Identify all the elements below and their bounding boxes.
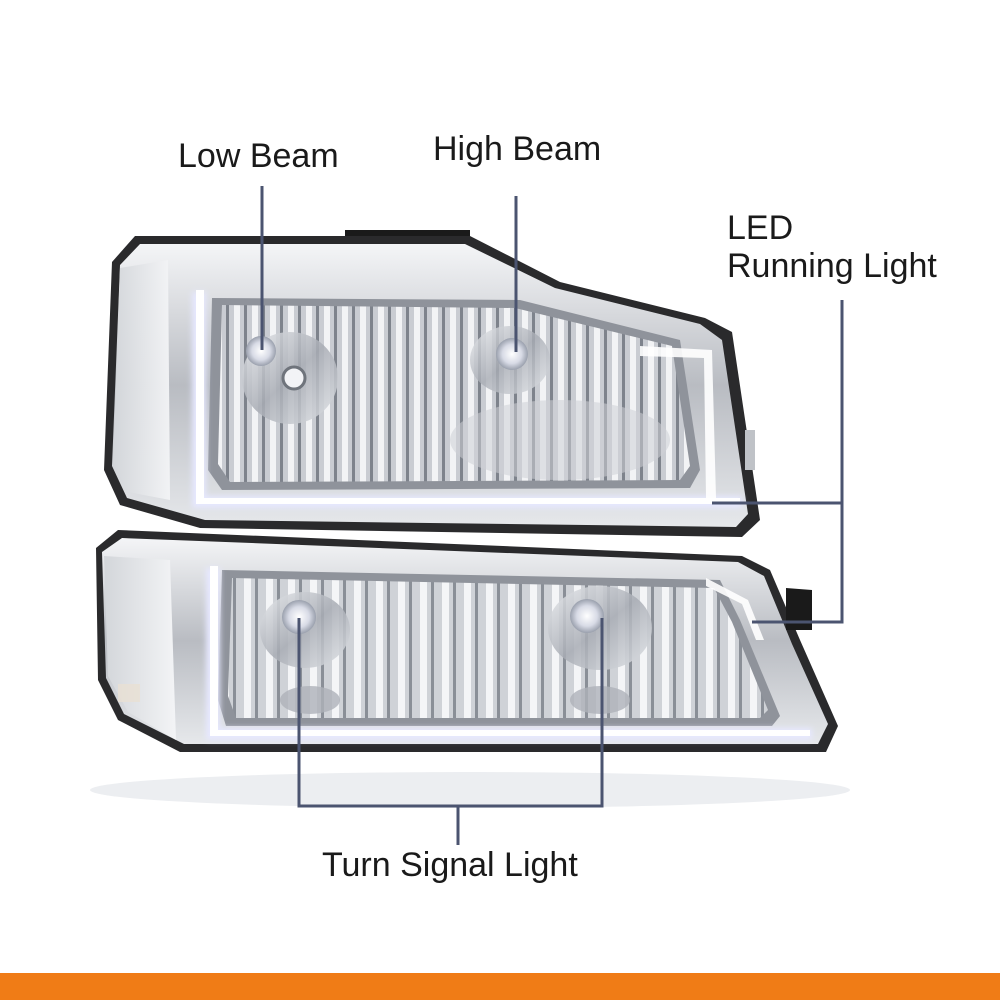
- high-beam-label: High Beam: [433, 130, 602, 168]
- turn-signal-bulb-right: [570, 599, 604, 633]
- upper-corner-lens: [113, 260, 170, 500]
- lower-bumper-light: [96, 530, 838, 752]
- callout-lines: [260, 186, 844, 845]
- turn-signal-label: Turn Signal Light: [322, 846, 578, 884]
- low-beam-label: Low Beam: [178, 137, 339, 175]
- high-beam-bulb: [496, 338, 528, 370]
- turn-signal-callout-line: [297, 618, 604, 808]
- accent-bar: [0, 973, 1000, 1000]
- floor-shadow: [90, 772, 850, 808]
- led-label-line-1: LED: [727, 209, 794, 247]
- led-label-line-2: Running Light: [727, 247, 937, 285]
- led-running-light-label: LED Running Light: [727, 209, 937, 285]
- led-callout-line: [752, 300, 844, 624]
- turn-signal-bulb-left: [282, 600, 316, 634]
- upper-headlight: [104, 230, 760, 537]
- low-beam-bulb: [246, 336, 276, 366]
